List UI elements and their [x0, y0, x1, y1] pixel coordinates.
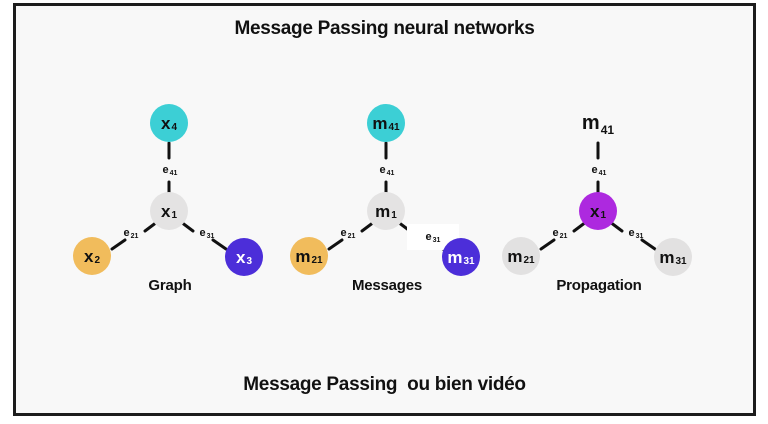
- node-label: m: [507, 246, 523, 266]
- node-subscript: 31: [463, 256, 475, 267]
- node-label: x: [235, 247, 246, 267]
- node-label: m: [372, 113, 388, 133]
- node-subscript: 1: [600, 210, 607, 221]
- edge-label-letter: e: [123, 226, 130, 239]
- edge-line: [640, 238, 657, 251]
- graph-caption: Messages: [351, 277, 423, 294]
- node-subscript: 41: [388, 122, 400, 133]
- node-subscript: 3: [246, 256, 253, 267]
- edge-label-subscript: 21: [130, 232, 139, 240]
- node-label: x: [160, 201, 171, 221]
- node-subscript: 4: [171, 122, 178, 133]
- edge-label-letter: e: [628, 226, 635, 239]
- edge-label-letter: e: [425, 230, 432, 243]
- node-subscript: 21: [523, 255, 535, 266]
- edge-label-letter: e: [162, 163, 169, 176]
- node-label: x: [589, 201, 600, 221]
- footer-caption: Message Passing ou bien vidéo: [243, 374, 526, 395]
- edge-label-letter: e: [340, 226, 347, 239]
- edge-label-subscript: 41: [169, 169, 178, 177]
- edge-label-subscript: 31: [432, 236, 441, 244]
- node-subscript: 1: [171, 210, 178, 221]
- edge-line: [539, 238, 556, 251]
- edge-label-subscript: 31: [635, 232, 644, 240]
- edge-label-letter: e: [552, 226, 559, 239]
- node-subscript: 1: [391, 210, 397, 221]
- node-label: x: [160, 113, 171, 133]
- edge-label-subscript: 21: [559, 232, 568, 240]
- node-subscript: 2: [94, 255, 101, 266]
- edge-label-subscript: 21: [347, 232, 356, 240]
- node-subscript: 21: [311, 255, 323, 266]
- node-subscript: 41: [600, 123, 615, 137]
- edge-label-subscript: 41: [386, 169, 395, 177]
- graph-caption: Graph: [148, 277, 192, 294]
- node-label: m: [659, 247, 675, 267]
- diagram-title: Message Passing neural networks: [234, 18, 535, 39]
- node-label: m: [581, 112, 600, 134]
- edge-label-letter: e: [199, 226, 206, 239]
- node-label: x: [83, 246, 94, 266]
- edge-line: [211, 238, 228, 251]
- graph-caption: Propagation: [556, 277, 642, 294]
- edge-line: [110, 238, 127, 251]
- edge-line: [327, 238, 344, 251]
- edge-label-letter: e: [591, 163, 598, 176]
- node-label: m: [295, 246, 311, 266]
- node-label: m: [447, 247, 463, 267]
- node-label: m: [375, 201, 391, 221]
- edge-lines: [539, 141, 657, 251]
- node-subscript: 31: [675, 256, 687, 267]
- edge-label-subscript: 41: [598, 169, 607, 177]
- edge-label-letter: e: [379, 163, 386, 176]
- edge-label-subscript: 31: [206, 232, 215, 240]
